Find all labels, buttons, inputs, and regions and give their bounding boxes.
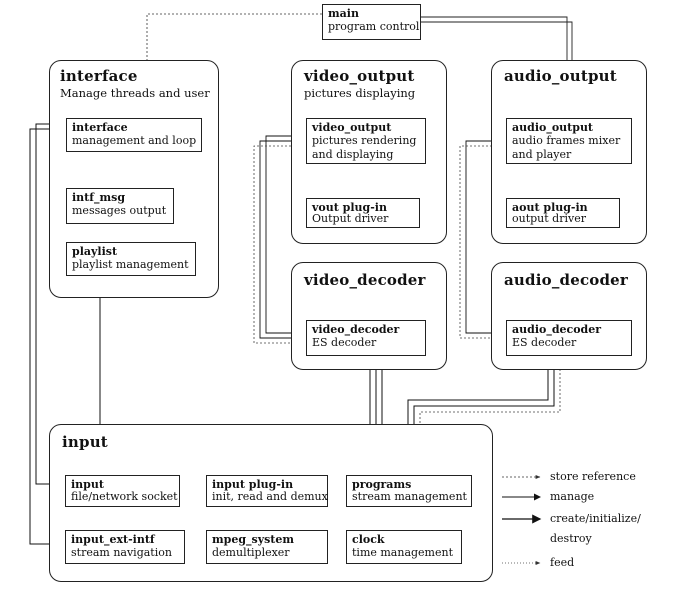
playlist-desc: playlist management xyxy=(72,258,189,271)
programs-desc: stream management xyxy=(352,490,467,503)
legend-manage: manage xyxy=(550,490,595,503)
audio-output-box-desc1: audio frames mixer xyxy=(512,134,621,147)
vout-plugin-box: vout plug-in Output driver xyxy=(306,198,420,228)
legend-create-line1: create/initialize/ xyxy=(550,512,641,525)
intf-msg-desc: messages output xyxy=(72,204,167,217)
main-box: main program control xyxy=(322,4,421,40)
video-decoder-box: video_decoder ES decoder xyxy=(306,320,426,356)
audio-output-box-desc2: and player xyxy=(512,148,572,161)
input-group-title: input xyxy=(62,433,108,451)
interface-box-name: interface xyxy=(72,121,128,134)
clock-box: clock time management xyxy=(346,530,462,564)
mpeg-system-desc: demultiplexer xyxy=(212,546,290,559)
input-ext-intf-box: input_ext-intf stream navigation xyxy=(65,530,185,564)
input-plugin-desc: init, read and demux xyxy=(212,490,328,503)
aout-plugin-box: aout plug-in output driver xyxy=(506,198,620,228)
clock-name: clock xyxy=(352,533,385,546)
video-output-box-name: video_output xyxy=(312,121,392,134)
audio-decoder-box-name: audio_decoder xyxy=(512,323,602,336)
video-output-box-desc2: and displaying xyxy=(312,148,394,161)
legend-store-reference: store reference xyxy=(550,470,636,483)
main-desc: program control xyxy=(328,20,420,33)
input-ext-intf-name: input_ext-intf xyxy=(71,533,155,546)
interface-box: interface management and loop xyxy=(66,118,202,152)
video-decoder-group-title: video_decoder xyxy=(304,271,426,289)
video-output-box-desc1: pictures rendering xyxy=(312,134,417,147)
input-box-desc: file/network socket xyxy=(71,490,178,503)
aout-plugin-name: aout plug-in xyxy=(512,201,588,214)
vout-plugin-desc: Output driver xyxy=(312,212,389,225)
clock-desc: time management xyxy=(352,546,454,559)
audio-output-box: audio_output audio frames mixer and play… xyxy=(506,118,632,164)
audio-output-group-title: audio_output xyxy=(504,67,617,85)
audio-decoder-box: audio_decoder ES decoder xyxy=(506,320,632,356)
input-plugin-name: input plug-in xyxy=(212,478,294,491)
video-output-group-subtitle: pictures displaying xyxy=(304,86,416,100)
mpeg-system-box: mpeg_system demultiplexer xyxy=(206,530,328,564)
audio-output-box-name: audio_output xyxy=(512,121,594,134)
input-ext-intf-desc: stream navigation xyxy=(71,546,172,559)
interface-group-title: interface xyxy=(60,67,138,85)
legend-feed: feed xyxy=(550,556,575,569)
programs-name: programs xyxy=(352,478,412,491)
legend-create-line2: destroy xyxy=(550,532,592,545)
video-decoder-box-desc: ES decoder xyxy=(312,336,377,349)
input-box-name: input xyxy=(71,478,104,491)
input-box: input file/network socket xyxy=(65,475,180,507)
input-plugin-box: input plug-in init, read and demux xyxy=(206,475,328,507)
main-name: main xyxy=(328,7,359,20)
audio-decoder-box-desc: ES decoder xyxy=(512,336,577,349)
intf-msg-box: intf_msg messages output xyxy=(66,188,174,224)
video-output-box: video_output pictures rendering and disp… xyxy=(306,118,426,164)
interface-box-desc: management and loop xyxy=(72,134,197,147)
programs-box: programs stream management xyxy=(346,475,472,507)
video-decoder-box-name: video_decoder xyxy=(312,323,400,336)
video-output-group-title: video_output xyxy=(304,67,415,85)
intf-msg-name: intf_msg xyxy=(72,191,126,204)
interface-group-subtitle: Manage threads and user xyxy=(60,86,210,100)
aout-plugin-desc: output driver xyxy=(512,212,586,225)
vout-plugin-name: vout plug-in xyxy=(312,201,387,214)
audio-decoder-group-title: audio_decoder xyxy=(504,271,629,289)
mpeg-system-name: mpeg_system xyxy=(212,533,295,546)
playlist-box: playlist playlist management xyxy=(66,242,196,276)
playlist-name: playlist xyxy=(72,245,118,258)
